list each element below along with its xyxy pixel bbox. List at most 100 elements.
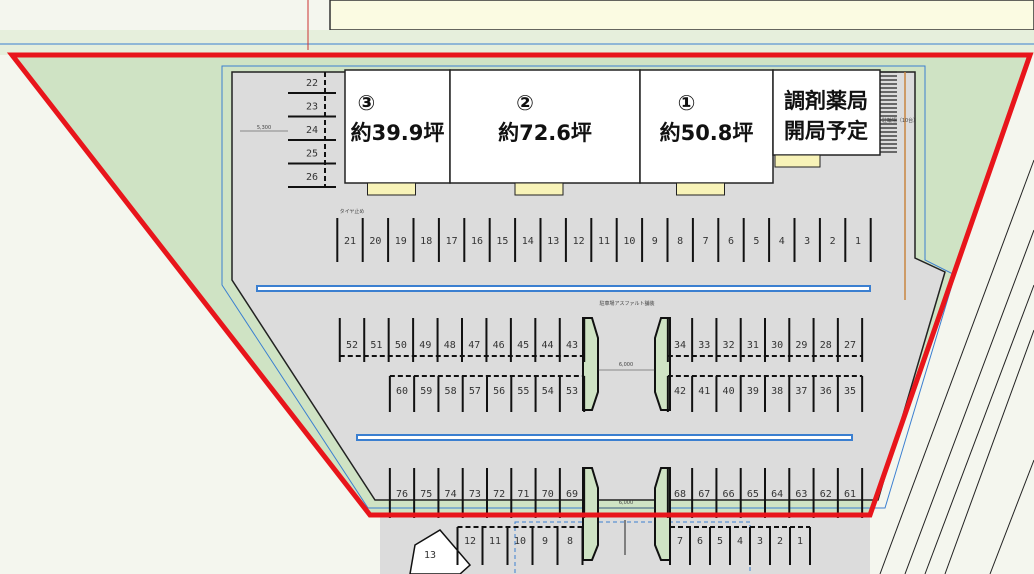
stall-number: 42 — [674, 386, 686, 397]
stall-number: 51 — [370, 340, 382, 351]
stall-number: 2 — [830, 236, 836, 247]
stall-number: 38 — [771, 386, 783, 397]
bicycle-parking — [880, 71, 897, 153]
stall-number: 41 — [698, 386, 710, 397]
stall-number: 22 — [306, 78, 318, 89]
entrance — [514, 182, 564, 196]
road-strip — [0, 30, 1034, 55]
dimension-label: 6,000 — [619, 362, 633, 368]
dashed-zone — [514, 521, 751, 574]
unit-number: ② — [516, 91, 534, 115]
stall-number: 29 — [795, 340, 807, 351]
stall-number: 66 — [723, 489, 735, 500]
stall-number: 6 — [697, 536, 703, 547]
tenant-unit — [449, 69, 641, 184]
stall-number: 30 — [771, 340, 783, 351]
stall-number: 36 — [820, 386, 832, 397]
stall-number: 12 — [573, 236, 585, 247]
stall-number: 50 — [395, 340, 407, 351]
island — [582, 317, 599, 411]
stall-number: 18 — [420, 236, 432, 247]
stall-number: 39 — [747, 386, 759, 397]
stall-13-box — [409, 529, 472, 574]
stall-number: 37 — [795, 386, 807, 397]
stall-number: 21 — [344, 236, 356, 247]
stall-number: 65 — [747, 489, 759, 500]
stall-number: 69 — [566, 489, 578, 500]
stall-number: 8 — [567, 536, 573, 547]
walkway-upper — [256, 285, 871, 292]
stall-number: 9 — [542, 536, 548, 547]
neighbor-lot — [329, 0, 1034, 31]
stall-number: 71 — [517, 489, 529, 500]
stall-number: 55 — [517, 386, 529, 397]
stall-number: 17 — [446, 236, 458, 247]
paving-label: 駐車場アスファルト舗装 — [599, 300, 654, 307]
dimension-label: 6,000 — [619, 500, 633, 506]
stall-number: 73 — [469, 489, 481, 500]
stall-number: 26 — [306, 172, 318, 183]
unit-area: 約39.9坪 — [351, 121, 445, 145]
stall-number: 28 — [820, 340, 832, 351]
pharmacy-label: 開局予定 — [784, 119, 868, 143]
tenant-unit — [639, 69, 774, 184]
stall-number: 53 — [566, 386, 578, 397]
stall-number: 64 — [771, 489, 783, 500]
stall-number: 44 — [542, 340, 554, 351]
stall-number: 1 — [797, 536, 803, 547]
bicycle-label: 駐輪場（10台） — [882, 117, 918, 124]
stall-number: 12 — [464, 536, 476, 547]
stall-number: 76 — [396, 489, 408, 500]
stall-number: 72 — [493, 489, 505, 500]
stall-number: 5 — [753, 236, 759, 247]
stall-number: 32 — [723, 340, 735, 351]
stall-number: 59 — [420, 386, 432, 397]
stall-number: 15 — [496, 236, 508, 247]
stall-number: 75 — [420, 489, 432, 500]
stall-number: 11 — [489, 536, 501, 547]
stall-number: 6 — [728, 236, 734, 247]
stall-number: 13 — [547, 236, 559, 247]
stall-number: 60 — [396, 386, 408, 397]
stall-number: 43 — [566, 340, 578, 351]
stall-number: 33 — [698, 340, 710, 351]
stall-number: 70 — [542, 489, 554, 500]
stall-number: 56 — [493, 386, 505, 397]
unit-number: ③ — [358, 91, 376, 115]
stall-number: 7 — [703, 236, 709, 247]
stall-number: 8 — [677, 236, 683, 247]
stall-number: 49 — [419, 340, 431, 351]
stall-number: 4 — [779, 236, 785, 247]
stall-number: 35 — [844, 386, 856, 397]
stall-number: 48 — [444, 340, 456, 351]
stall-number: 46 — [493, 340, 505, 351]
walkway-lower — [356, 434, 853, 441]
stall-number: 2 — [777, 536, 783, 547]
entrance — [367, 182, 416, 196]
stall-number: 10 — [514, 536, 526, 547]
stall-number: 23 — [306, 102, 318, 113]
stall-number: 27 — [844, 340, 856, 351]
island — [654, 317, 671, 411]
stall-number: 5 — [717, 536, 723, 547]
pharmacy-building — [772, 69, 881, 156]
railway — [879, 159, 1034, 574]
stall-number: 20 — [369, 236, 381, 247]
stall-number: 4 — [737, 536, 743, 547]
stall-number: 9 — [652, 236, 658, 247]
stall-number: 19 — [395, 236, 407, 247]
pharmacy-label: 調剤薬局 — [784, 89, 868, 113]
stall-number: 40 — [723, 386, 735, 397]
stall-number: 16 — [471, 236, 483, 247]
stall-number: 25 — [306, 149, 318, 160]
stall-number: 34 — [674, 340, 686, 351]
stall-number: 58 — [445, 386, 457, 397]
dimension-label: 5,300 — [257, 125, 271, 131]
unit-area: 約72.6坪 — [498, 121, 592, 145]
stall-number: 31 — [747, 340, 759, 351]
stall-number: 11 — [598, 236, 610, 247]
unit-area: 約50.8坪 — [660, 121, 754, 145]
stall-number: 67 — [698, 489, 710, 500]
